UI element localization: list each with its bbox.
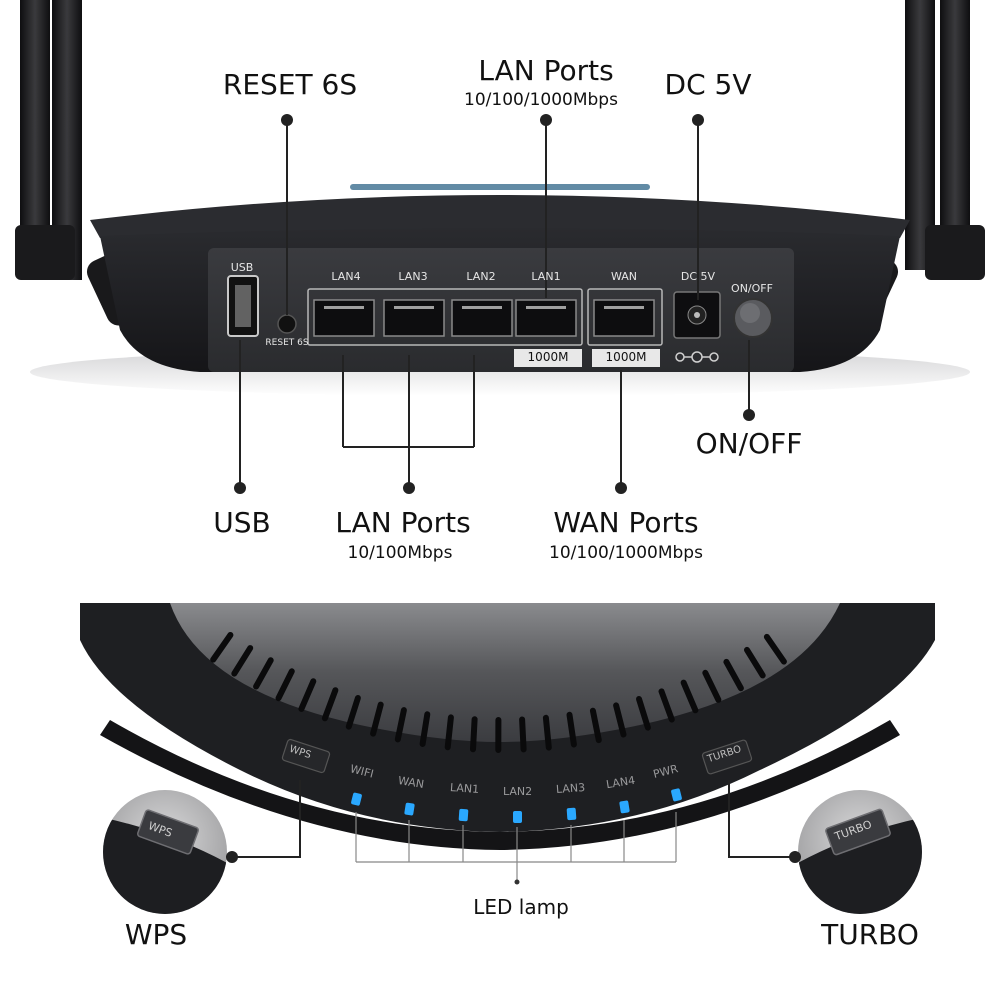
label-lan3-printed: LAN3 bbox=[398, 270, 428, 283]
label-reset-printed: RESET 6S bbox=[265, 338, 309, 348]
vent-slot bbox=[321, 687, 339, 722]
callout-wan-ports-speed: 10/100/1000Mbps bbox=[549, 543, 703, 563]
callout-lan-ports-top-speed: 10/100/1000Mbps bbox=[464, 90, 618, 110]
label-lan1-printed: LAN1 bbox=[531, 270, 561, 283]
vent-slot bbox=[566, 711, 577, 748]
vent-slot bbox=[210, 632, 234, 663]
vent-slot bbox=[763, 633, 787, 665]
callout-lan-ports-bottom: LAN Ports bbox=[335, 506, 471, 539]
callout-onoff: ON/OFF bbox=[695, 427, 803, 460]
vent-slot bbox=[589, 707, 602, 744]
vent-slot bbox=[519, 716, 527, 753]
callout-lan-ports-top: LAN Ports bbox=[478, 54, 614, 87]
callout-lines-top bbox=[239, 120, 750, 488]
vent-slot bbox=[444, 714, 454, 751]
vent-slot bbox=[702, 669, 722, 703]
port-contacts bbox=[324, 306, 644, 309]
ethernet-ports bbox=[313, 299, 655, 337]
vent-slot bbox=[744, 646, 766, 679]
vent-slot bbox=[394, 707, 407, 743]
led-bracket bbox=[355, 812, 677, 882]
wps-zoom-circle bbox=[103, 790, 227, 914]
vent-slot bbox=[298, 678, 317, 712]
label-usb-printed: USB bbox=[230, 261, 254, 274]
top-light-strip bbox=[350, 184, 650, 190]
label-onoff-printed: ON/OFF bbox=[731, 282, 773, 295]
reset-hole bbox=[277, 314, 297, 334]
label-lan1-speed: 1000M bbox=[527, 350, 569, 364]
front-dome bbox=[170, 603, 840, 742]
label-wan-printed: WAN bbox=[610, 270, 638, 283]
label-dc-printed: DC 5V bbox=[680, 270, 716, 283]
callout-dots-top bbox=[234, 114, 755, 494]
polarity-symbol bbox=[675, 351, 719, 363]
vent-slots bbox=[210, 632, 787, 753]
led-label-lan1: LAN1 bbox=[449, 780, 480, 797]
vent-slot bbox=[231, 645, 254, 677]
vent-slot bbox=[370, 701, 384, 737]
callout-lines-bottom bbox=[232, 780, 795, 858]
vent-slot bbox=[542, 714, 552, 751]
vent-slot bbox=[680, 679, 699, 714]
callout-turbo: TURBO bbox=[821, 918, 919, 951]
label-lan4-printed: LAN4 bbox=[331, 270, 361, 283]
vent-slot bbox=[658, 688, 675, 723]
led-label-lan2: LAN2 bbox=[503, 785, 533, 798]
vent-slot bbox=[345, 695, 361, 730]
vent-slot bbox=[470, 716, 478, 753]
vent-slot bbox=[419, 711, 431, 747]
callout-lan-ports-bottom-speed: 10/100Mbps bbox=[347, 543, 453, 563]
callout-led: LED lamp bbox=[473, 895, 569, 919]
callout-reset: RESET 6S bbox=[222, 68, 358, 101]
led-label-lan3: LAN3 bbox=[555, 780, 586, 797]
turbo-button-shape bbox=[701, 739, 753, 775]
vent-slot bbox=[636, 696, 651, 731]
callout-dc: DC 5V bbox=[664, 68, 752, 101]
wps-button-shape bbox=[281, 738, 331, 774]
vent-slot bbox=[723, 658, 744, 692]
lan1-speed-bg bbox=[514, 349, 582, 367]
led-indicators bbox=[351, 788, 682, 823]
callout-usb: USB bbox=[213, 506, 271, 539]
callout-wps: WPS bbox=[124, 918, 188, 951]
vent-slot bbox=[275, 668, 295, 702]
label-lan2-printed: LAN2 bbox=[466, 270, 496, 283]
wan-block bbox=[587, 288, 663, 346]
lan-block bbox=[307, 288, 583, 346]
router-top bbox=[90, 195, 910, 238]
wan-speed-bg bbox=[592, 349, 660, 367]
vent-slot bbox=[613, 702, 627, 738]
callout-wan-ports: WAN Ports bbox=[553, 506, 699, 539]
callout-dots-bottom bbox=[226, 851, 801, 863]
vent-slot bbox=[253, 657, 274, 690]
turbo-zoom-circle bbox=[798, 790, 922, 914]
label-wan-speed: 1000M bbox=[605, 350, 647, 364]
